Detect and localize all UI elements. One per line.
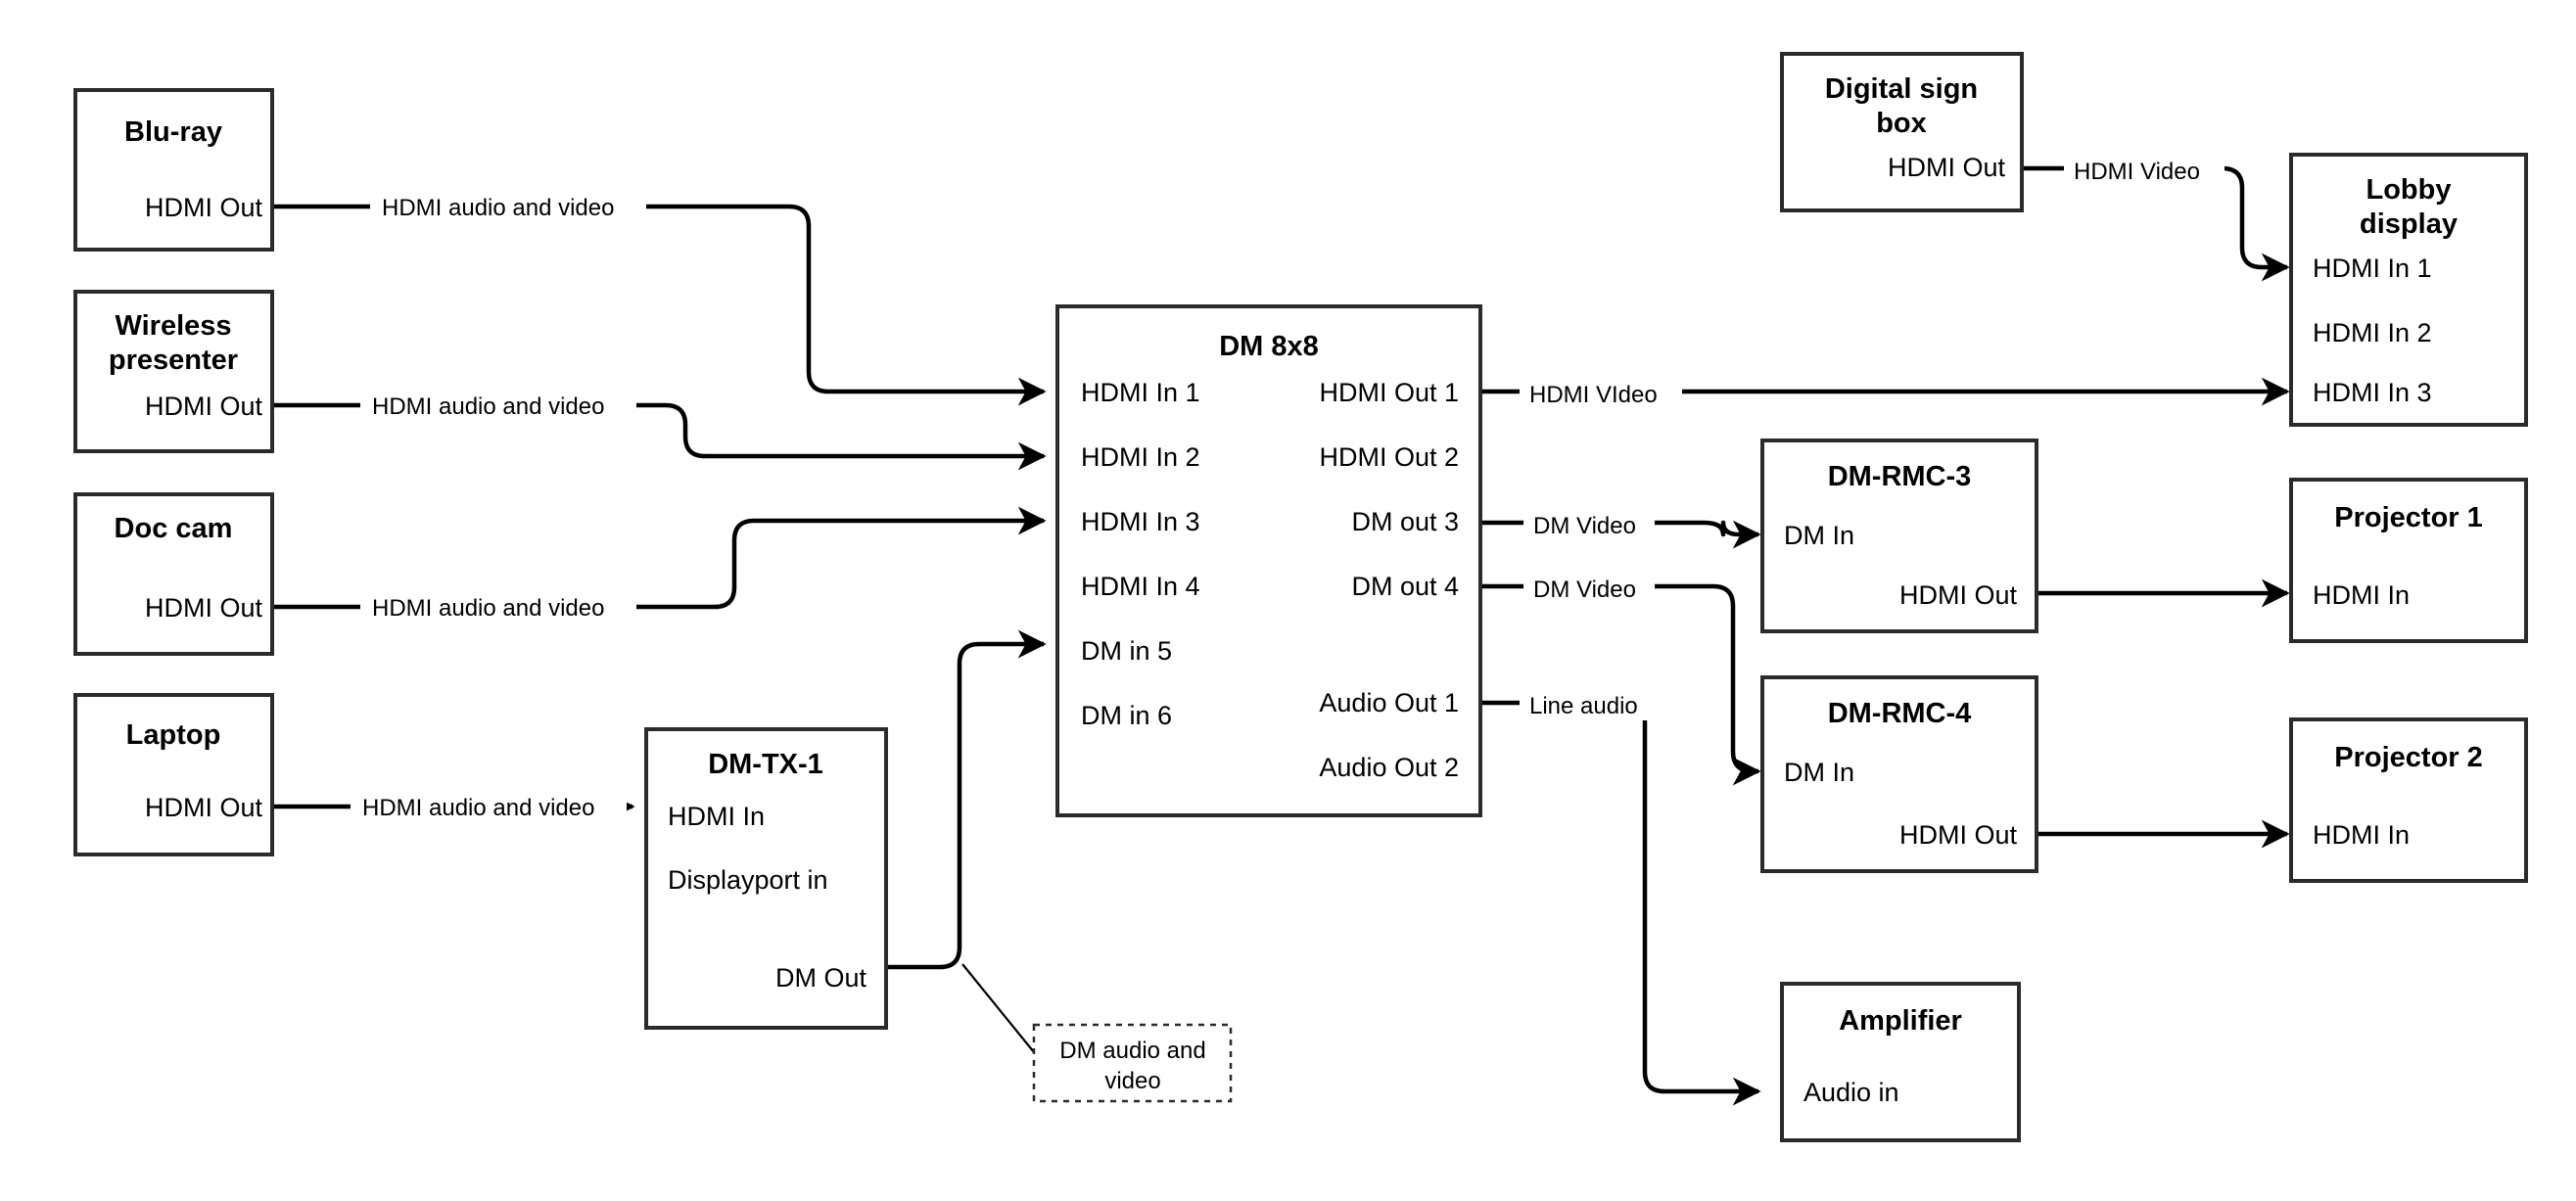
edge-doccam-to-dm8x8 xyxy=(272,506,1047,610)
port-laptop-hdmi-out: HDMI Out xyxy=(145,793,263,822)
port-proj2-hdmi-in: HDMI In xyxy=(2313,820,2410,850)
port-doccam-hdmi-out: HDMI Out xyxy=(145,593,263,623)
port-proj1-hdmi-in: HDMI In xyxy=(2313,580,2410,610)
port-rmc3-hdmi-out: HDMI Out xyxy=(1899,580,2018,610)
port-lobby-hdmi-in-2: HDMI In 2 xyxy=(2313,318,2432,347)
node-title-signbox-line1: Digital sign xyxy=(1825,73,1978,105)
node-doc-cam[interactable]: Doc cam HDMI Out xyxy=(73,492,274,656)
node-lobby-display[interactable]: Lobby display HDMI In 1 HDMI In 2 HDMI I… xyxy=(2289,153,2528,427)
edge-bluray-to-dm8x8 xyxy=(272,204,1047,406)
port-dm8x8-hdmi-out-1: HDMI Out 1 xyxy=(1319,378,1459,407)
node-title-wireless-line2: presenter xyxy=(109,345,238,376)
node-title-laptop: Laptop xyxy=(126,719,221,751)
edge-label-bluray-to-dm8x8: HDMI audio and video xyxy=(382,195,614,221)
port-rmc4-hdmi-out: HDMI Out xyxy=(1899,820,2018,850)
edge-label-laptop-to-dmtx1: HDMI audio and video xyxy=(362,795,594,821)
edge-label-dm8x8-out1-to-lobby: HDMI VIdeo xyxy=(1529,382,1658,408)
callout-text-line2: video xyxy=(1104,1068,1160,1094)
edge-dm8x8-out4-to-rmc4 xyxy=(1480,583,1761,786)
node-wireless-presenter[interactable]: Wireless presenter HDMI Out xyxy=(73,290,274,453)
port-dmtx1-displayport-in: Displayport in xyxy=(668,865,828,895)
port-dm8x8-dm-in-5: DM in 5 xyxy=(1081,636,1172,666)
node-title-rmc3: DM-RMC-3 xyxy=(1828,461,1972,492)
callout-text-line1: DM audio and xyxy=(1059,1038,1205,1064)
node-title-proj2: Projector 2 xyxy=(2334,742,2483,773)
port-dm8x8-audio-out-1: Audio Out 1 xyxy=(1319,688,1459,717)
port-dm8x8-hdmi-out-2: HDMI Out 2 xyxy=(1319,442,1459,472)
port-dmtx1-dm-out: DM Out xyxy=(775,963,867,993)
node-dm-8x8[interactable]: DM 8x8 HDMI In 1 HDMI In 2 HDMI In 3 HDM… xyxy=(1055,304,1482,817)
edge-label-signbox-to-lobby: HDMI Video xyxy=(2074,159,2200,185)
port-dm8x8-dm-out-3: DM out 3 xyxy=(1351,507,1459,536)
port-lobby-hdmi-in-1: HDMI In 1 xyxy=(2313,254,2432,283)
port-dm8x8-hdmi-in-3: HDMI In 3 xyxy=(1081,507,1200,536)
edge-signbox-to-lobby xyxy=(2022,165,2290,282)
edge-wireless-to-dm8x8 xyxy=(272,402,1047,471)
node-dm-rmc-4[interactable]: DM-RMC-4 DM In HDMI Out xyxy=(1760,675,2038,873)
node-bluray[interactable]: Blu-ray HDMI Out xyxy=(73,88,274,252)
port-signbox-hdmi-out: HDMI Out xyxy=(1888,153,2006,182)
port-dmtx1-hdmi-in: HDMI In xyxy=(668,802,765,831)
port-lobby-hdmi-in-3: HDMI In 3 xyxy=(2313,378,2432,407)
port-dm8x8-dm-in-6: DM in 6 xyxy=(1081,701,1172,730)
edge-label-dm8x8-audio1-to-amp: Line audio xyxy=(1529,693,1638,719)
port-dm8x8-hdmi-in-2: HDMI In 2 xyxy=(1081,442,1200,472)
node-title-rmc4: DM-RMC-4 xyxy=(1828,698,1972,729)
node-projector-1[interactable]: Projector 1 HDMI In xyxy=(2289,478,2528,643)
port-wireless-hdmi-out: HDMI Out xyxy=(145,392,263,421)
node-laptop[interactable]: Laptop HDMI Out xyxy=(73,693,274,856)
port-bluray-hdmi-out: HDMI Out xyxy=(145,193,263,222)
node-title-wireless-line1: Wireless xyxy=(115,310,231,342)
node-title-bluray: Blu-ray xyxy=(124,116,222,148)
port-dm8x8-dm-out-4: DM out 4 xyxy=(1351,572,1459,601)
callout-leader-line xyxy=(961,963,1035,1053)
port-dm8x8-hdmi-in-1: HDMI In 1 xyxy=(1081,378,1200,407)
node-title-proj1: Projector 1 xyxy=(2334,502,2483,533)
edge-dm8x8-out3-to-rmc3 xyxy=(1480,520,1761,549)
node-title-lobby-line1: Lobby xyxy=(2366,174,2452,206)
node-dm-rmc-3[interactable]: DM-RMC-3 DM In HDMI Out xyxy=(1760,439,2038,633)
port-amp-audio-in: Audio in xyxy=(1803,1078,1899,1107)
node-amplifier[interactable]: Amplifier Audio in xyxy=(1780,982,2021,1142)
node-title-signbox-line2: box xyxy=(1876,108,1927,139)
node-title-amp: Amplifier xyxy=(1839,1005,1962,1037)
port-rmc3-dm-in: DM In xyxy=(1784,521,1854,550)
node-title-doccam: Doc cam xyxy=(115,513,233,544)
node-title-lobby-line2: display xyxy=(2360,208,2458,240)
node-title-dm8x8: DM 8x8 xyxy=(1219,331,1319,362)
edge-label-dm8x8-out4-to-rmc4: DM Video xyxy=(1533,577,1636,603)
edge-label-dm8x8-out3-to-rmc3: DM Video xyxy=(1533,513,1636,539)
edge-dm8x8-audio1-to-amp xyxy=(1480,700,1761,1106)
edge-label-doccam-to-dm8x8: HDMI audio and video xyxy=(372,595,604,622)
node-title-dmtx1: DM-TX-1 xyxy=(708,749,823,780)
port-dm8x8-hdmi-in-4: HDMI In 4 xyxy=(1081,572,1200,601)
node-projector-2[interactable]: Projector 2 HDMI In xyxy=(2289,717,2528,883)
edge-label-wireless-to-dm8x8: HDMI audio and video xyxy=(372,393,604,420)
node-digital-sign-box[interactable]: Digital sign box HDMI Out xyxy=(1780,52,2024,212)
port-rmc4-dm-in: DM In xyxy=(1784,758,1854,787)
port-dm8x8-audio-out-2: Audio Out 2 xyxy=(1319,753,1459,782)
node-dm-tx-1[interactable]: DM-TX-1 HDMI In Displayport in DM Out xyxy=(644,727,888,1030)
edge-dmtx1-to-dm8x8 xyxy=(886,629,1047,970)
callout-dm-audio-and-video: DM audio and video xyxy=(1032,1023,1233,1103)
